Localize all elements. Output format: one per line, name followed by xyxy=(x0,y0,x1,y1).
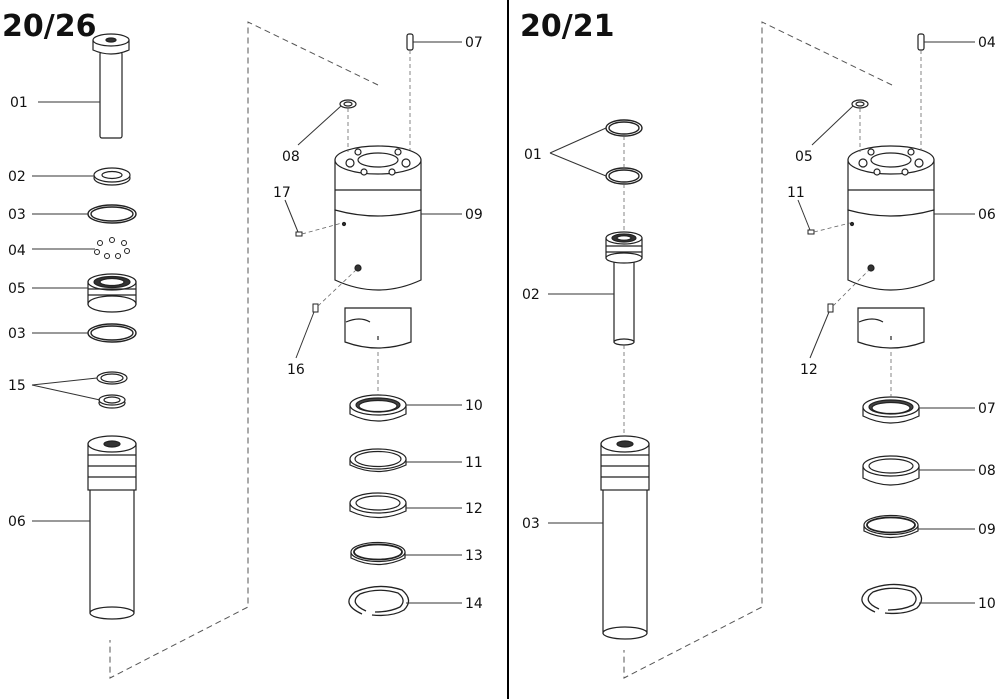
left-dashed-assembly-line xyxy=(109,21,379,679)
right-panel: 20/21 xyxy=(520,9,996,679)
label-05: 05 xyxy=(8,281,26,297)
label-03-lower: 03 xyxy=(8,326,26,342)
part-03-sleeve xyxy=(600,435,650,640)
part-04-dowel xyxy=(917,33,925,51)
label-r-10: 10 xyxy=(978,596,996,612)
label-15: 15 xyxy=(8,378,26,394)
left-panel: 20/26 xyxy=(2,9,483,679)
right-centerlines xyxy=(623,50,922,436)
label-16: 16 xyxy=(287,362,305,378)
label-01: 01 xyxy=(10,95,28,111)
right-panel-title: 20/21 xyxy=(520,9,614,44)
left-panel-title: 20/26 xyxy=(2,9,96,44)
label-13: 13 xyxy=(465,548,483,564)
label-r-05: 05 xyxy=(795,149,813,165)
part-13-ring xyxy=(350,541,406,566)
right-leader-lines xyxy=(548,41,975,604)
part-01-pin xyxy=(92,33,130,139)
part-11-ring xyxy=(349,448,407,473)
label-10: 10 xyxy=(465,398,483,414)
label-02: 02 xyxy=(8,169,26,185)
left-leader-lines xyxy=(31,41,462,604)
part-14-circlip xyxy=(348,585,410,617)
label-r-03: 03 xyxy=(522,516,540,532)
label-17: 17 xyxy=(273,185,291,201)
label-12: 12 xyxy=(465,501,483,517)
label-11: 11 xyxy=(465,455,483,471)
part-04-balls xyxy=(94,237,130,259)
label-03: 03 xyxy=(8,207,26,223)
label-r-07: 07 xyxy=(978,401,996,417)
part-03-o-ring xyxy=(87,204,137,224)
part-06-sleeve xyxy=(87,435,137,620)
label-r-04: 04 xyxy=(978,35,996,51)
left-labels: 01 02 03 04 05 03 15 06 07 08 17 09 16 1… xyxy=(8,35,483,612)
part-02-collar xyxy=(93,167,131,186)
label-r-01: 01 xyxy=(524,147,542,163)
part-12-screw xyxy=(827,303,834,313)
part-11-screw xyxy=(807,229,815,235)
left-centerlines xyxy=(301,50,411,395)
part-07-dowel xyxy=(406,33,414,51)
label-06: 06 xyxy=(8,514,26,530)
part-09-housing xyxy=(334,145,422,349)
part-08-ring xyxy=(862,455,920,486)
label-08: 08 xyxy=(282,149,300,165)
label-r-11: 11 xyxy=(787,185,805,201)
label-09: 09 xyxy=(465,207,483,223)
part-09-ring xyxy=(863,514,919,539)
part-16-screw xyxy=(312,303,319,313)
label-r-02: 02 xyxy=(522,287,540,303)
label-14: 14 xyxy=(465,596,483,612)
label-r-06: 06 xyxy=(978,207,996,223)
label-07: 07 xyxy=(465,35,483,51)
part-02-pin-bearing xyxy=(605,231,643,346)
label-r-12: 12 xyxy=(800,362,818,378)
part-10-seal xyxy=(349,394,407,422)
part-17-screw xyxy=(295,231,303,237)
label-r-09: 09 xyxy=(978,522,996,538)
label-04: 04 xyxy=(8,243,26,259)
part-12-ring xyxy=(349,492,407,519)
part-06-housing xyxy=(847,145,935,349)
label-r-08: 08 xyxy=(978,463,996,479)
part-07-seal xyxy=(862,396,920,424)
part-15-rings xyxy=(96,371,128,409)
part-05-bearing xyxy=(87,273,137,313)
part-08-washer xyxy=(339,99,357,109)
right-labels: 01 02 03 04 05 11 06 12 07 08 09 10 xyxy=(522,35,996,612)
part-10-circlip xyxy=(861,583,923,615)
part-03-o-ring-lower xyxy=(87,323,137,343)
right-dashed-assembly-line xyxy=(623,21,893,679)
part-05-washer xyxy=(851,99,869,109)
